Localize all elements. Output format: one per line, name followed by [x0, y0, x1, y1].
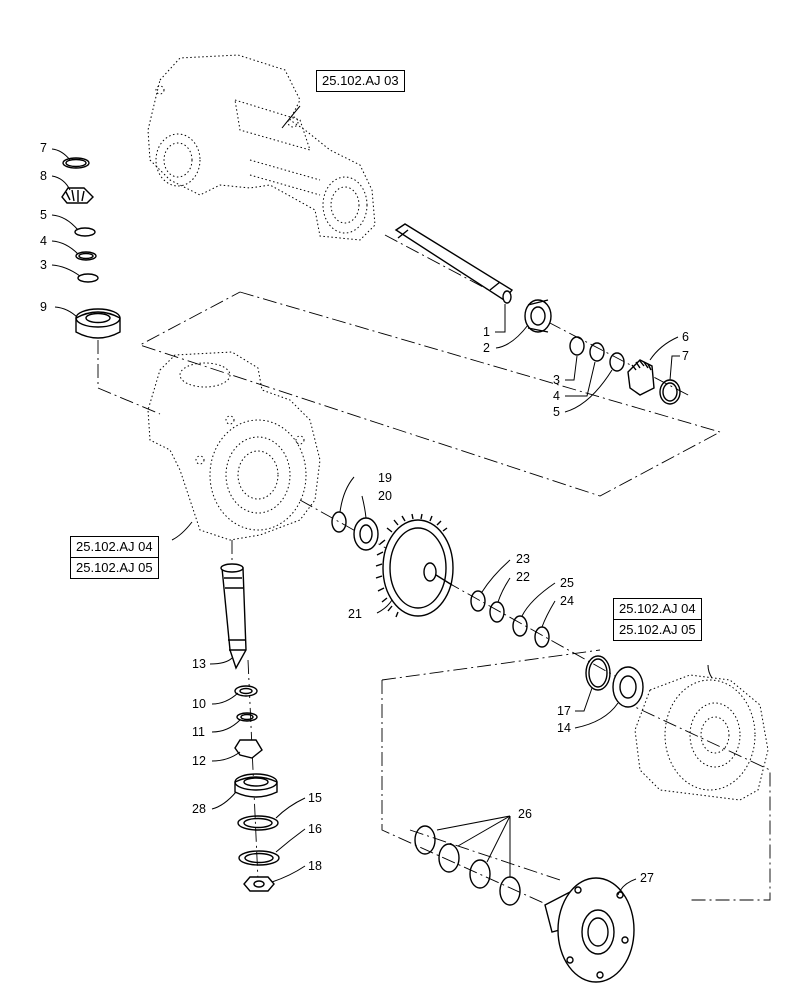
- flange-shaft-27: [544, 877, 635, 983]
- callout-8: 8: [40, 169, 47, 183]
- rings-26: [414, 825, 521, 906]
- callout-3-left: 3: [40, 258, 47, 272]
- final-drive-housing-phantom: [147, 351, 321, 541]
- callout-19: 19: [378, 471, 392, 485]
- axle-housing-phantom: [147, 54, 376, 241]
- callout-numbers: 7 8 5 4 3 9 1 2 3 4 5 6 7 19 20 21 23 22…: [40, 141, 689, 885]
- callout-10: 10: [192, 697, 206, 711]
- callout-23: 23: [516, 552, 530, 566]
- bearing-14: [612, 666, 644, 708]
- left-parts-stack: [61, 157, 121, 339]
- callout-7-left: 7: [40, 141, 47, 155]
- callout-1: 1: [483, 325, 490, 339]
- callout-18: 18: [308, 859, 322, 873]
- pinion-shaft-13: [220, 563, 247, 670]
- callout-17: 17: [557, 704, 571, 718]
- ring-19-bearing-20: [331, 511, 379, 551]
- callout-6: 6: [682, 330, 689, 344]
- hub-housing-phantom: [634, 674, 769, 801]
- callout-20: 20: [378, 489, 392, 503]
- ring-gear-21: [375, 513, 454, 618]
- callout-2: 2: [483, 341, 490, 355]
- ring-7-right: [659, 379, 681, 405]
- callout-22: 22: [516, 570, 530, 584]
- reference-right-a[interactable]: 25.102.AJ 04: [613, 598, 702, 620]
- callout-9: 9: [40, 300, 47, 314]
- callout-11: 11: [192, 725, 205, 739]
- rings-22-23-24-25: [470, 590, 550, 648]
- axle-shaft-1: [394, 223, 514, 304]
- callout-26: 26: [518, 807, 532, 821]
- callout-21: 21: [348, 607, 362, 621]
- callout-15: 15: [308, 791, 322, 805]
- callout-24: 24: [560, 594, 574, 608]
- reference-left-a[interactable]: 25.102.AJ 04: [70, 536, 159, 558]
- callout-3-right: 3: [553, 373, 560, 387]
- reference-top[interactable]: 25.102.AJ 03: [316, 70, 405, 92]
- leader-lines: [51, 105, 713, 896]
- callout-12: 12: [192, 754, 206, 768]
- callout-25: 25: [560, 576, 574, 590]
- callout-16: 16: [308, 822, 322, 836]
- callout-27: 27: [640, 871, 654, 885]
- pinion-stack-parts: [234, 685, 280, 892]
- callout-14: 14: [557, 721, 571, 735]
- callout-5-right: 5: [553, 405, 560, 419]
- callout-5-left: 5: [40, 208, 47, 222]
- callout-4-right: 4: [553, 389, 560, 403]
- reference-left-b[interactable]: 25.102.AJ 05: [70, 557, 159, 579]
- rings-3-4-5-right: [569, 336, 625, 372]
- snap-ring-17: [585, 655, 611, 691]
- callout-4-left: 4: [40, 234, 47, 248]
- bearing-2: [524, 299, 552, 333]
- callout-28: 28: [192, 802, 206, 816]
- callout-13: 13: [192, 657, 206, 671]
- reference-right-b[interactable]: 25.102.AJ 05: [613, 619, 702, 641]
- bevel-gear-6: [627, 359, 655, 396]
- callout-7-right: 7: [682, 349, 689, 363]
